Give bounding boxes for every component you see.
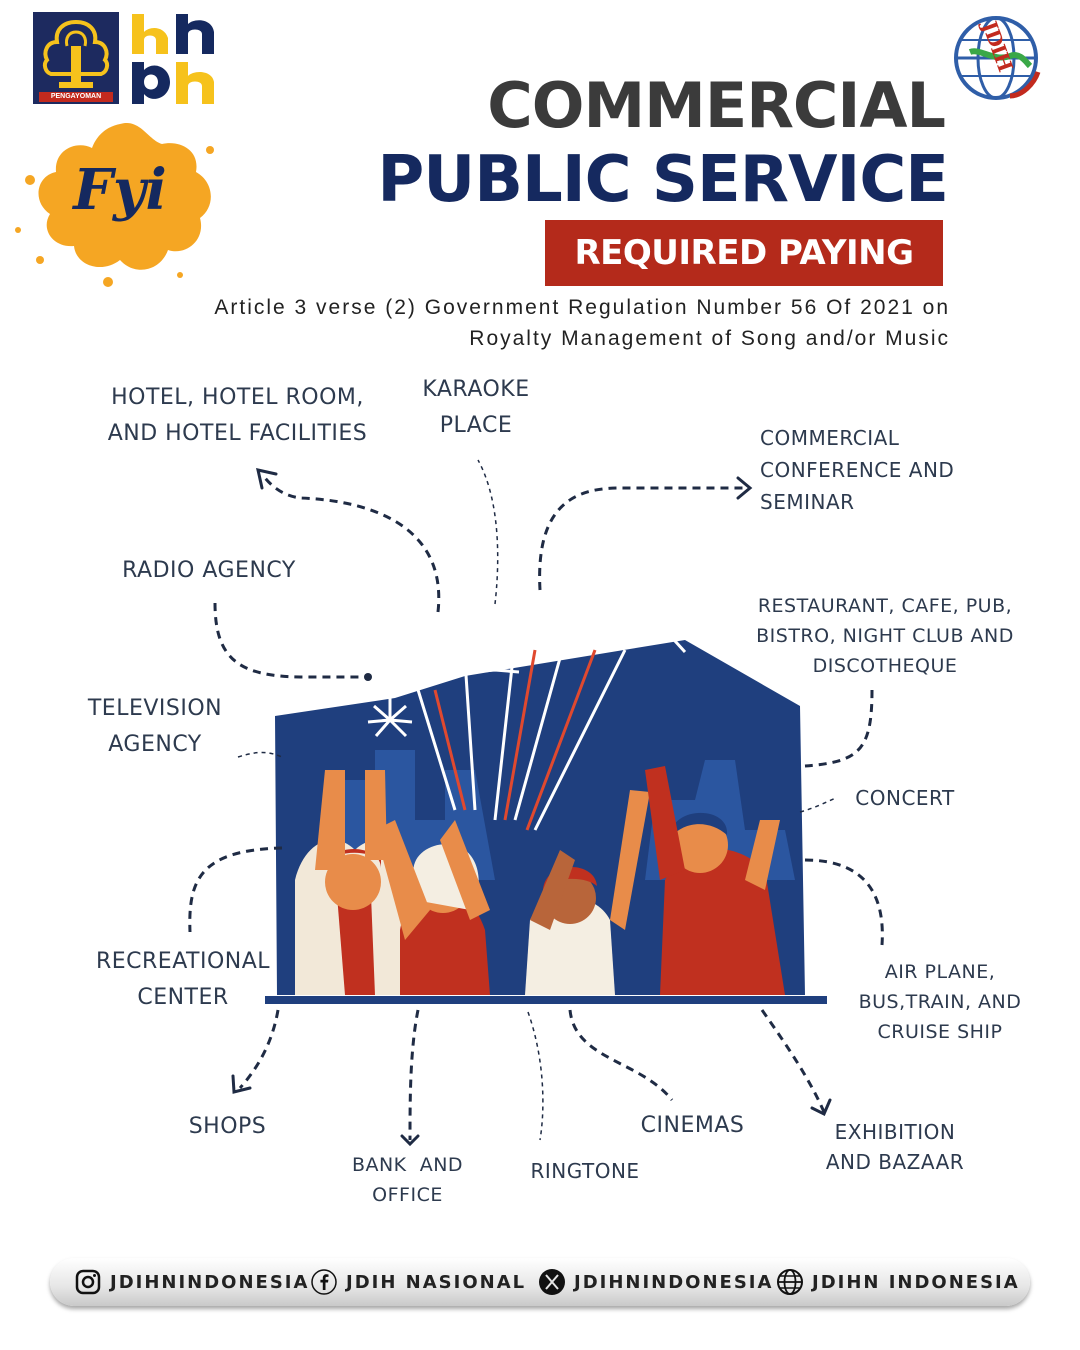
subtitle-line-1: Article 3 verse (2) Government Regulatio… xyxy=(214,296,950,319)
globe-web-icon xyxy=(777,1269,803,1295)
fyi-text: Fyi xyxy=(73,157,167,223)
facebook-icon xyxy=(311,1269,337,1295)
instagram-icon xyxy=(75,1269,101,1295)
label-concert: CONCERT xyxy=(855,786,955,810)
label-transport: AIR PLANE, BUS,TRAIN, AND CRUISE SHIP xyxy=(858,961,1022,1043)
jdih-logo: JDIH xyxy=(950,12,1045,104)
regulation-subtitle: Article 3 verse (2) Government Regulatio… xyxy=(200,292,950,354)
label-conference: COMMERCIAL CONFERENCE AND SEMINAR xyxy=(760,426,955,514)
label-radio: RADIO AGENCY xyxy=(122,558,296,583)
fireworks xyxy=(367,590,696,831)
label-shops: SHOPS xyxy=(188,1114,267,1139)
label-hotel: HOTEL, HOTEL ROOM, AND HOTEL FACILITIES xyxy=(107,385,368,446)
facebook-handle: JDIH NASIONAL xyxy=(346,1271,527,1293)
title-public-service: PUBLIC SERVICE xyxy=(377,143,949,217)
x-handle: JDIHNINDONESIA xyxy=(574,1271,774,1293)
pengayoman-logo: PENGAYOMAN xyxy=(33,12,119,104)
orange-splash-icon xyxy=(15,122,214,287)
label-cinemas: CINEMAS xyxy=(640,1113,745,1138)
emblem-caption: PENGAYOMAN xyxy=(50,93,102,100)
required-paying-banner: REQUIRED PAYING xyxy=(545,220,943,286)
social-footer-bar: JDIHNINDONESIA JDIH NASIONAL JDIHNINDONE… xyxy=(50,1258,1030,1306)
fyi-badge: Fyi xyxy=(10,110,225,290)
facebook-link[interactable]: JDIH NASIONAL xyxy=(310,1258,526,1306)
crowd-celebration-illustration xyxy=(265,590,827,1004)
bnph-logo xyxy=(124,10,220,106)
globe-icon xyxy=(954,16,1041,100)
label-restaurant: RESTAURANT, CAFE, PUB, BISTRO, NIGHT CLU… xyxy=(756,595,1014,677)
instagram-handle: JDIHNINDONESIA xyxy=(110,1271,310,1293)
subtitle-line-2: Royalty Management of Song and/or Music xyxy=(469,327,950,350)
bnph-logo-icon xyxy=(132,14,214,104)
website-handle: JDIHN INDONESIA xyxy=(812,1271,1020,1293)
label-bank: BANK AND OFFICE xyxy=(351,1154,464,1206)
label-karaoke: KARAOKE PLACE xyxy=(422,377,530,438)
website-link[interactable]: JDIHN INDONESIA xyxy=(776,1258,1020,1306)
stage-base xyxy=(265,996,827,1004)
label-recreational: RECREATIONAL CENTER xyxy=(95,949,271,1010)
crowd-people xyxy=(295,766,785,995)
label-television: TELEVISION AGENCY xyxy=(87,696,223,757)
title-commercial: COMMERCIAL xyxy=(487,69,946,142)
instagram-link[interactable]: JDIHNINDONESIA xyxy=(74,1258,309,1306)
x-twitter-icon xyxy=(539,1269,565,1295)
pengayoman-emblem-icon xyxy=(33,12,119,104)
x-link[interactable]: JDIHNINDONESIA xyxy=(538,1258,773,1306)
label-exhibition: EXHIBITION AND BAZAAR xyxy=(825,1120,965,1174)
label-ringtone: RINGTONE xyxy=(530,1159,640,1183)
